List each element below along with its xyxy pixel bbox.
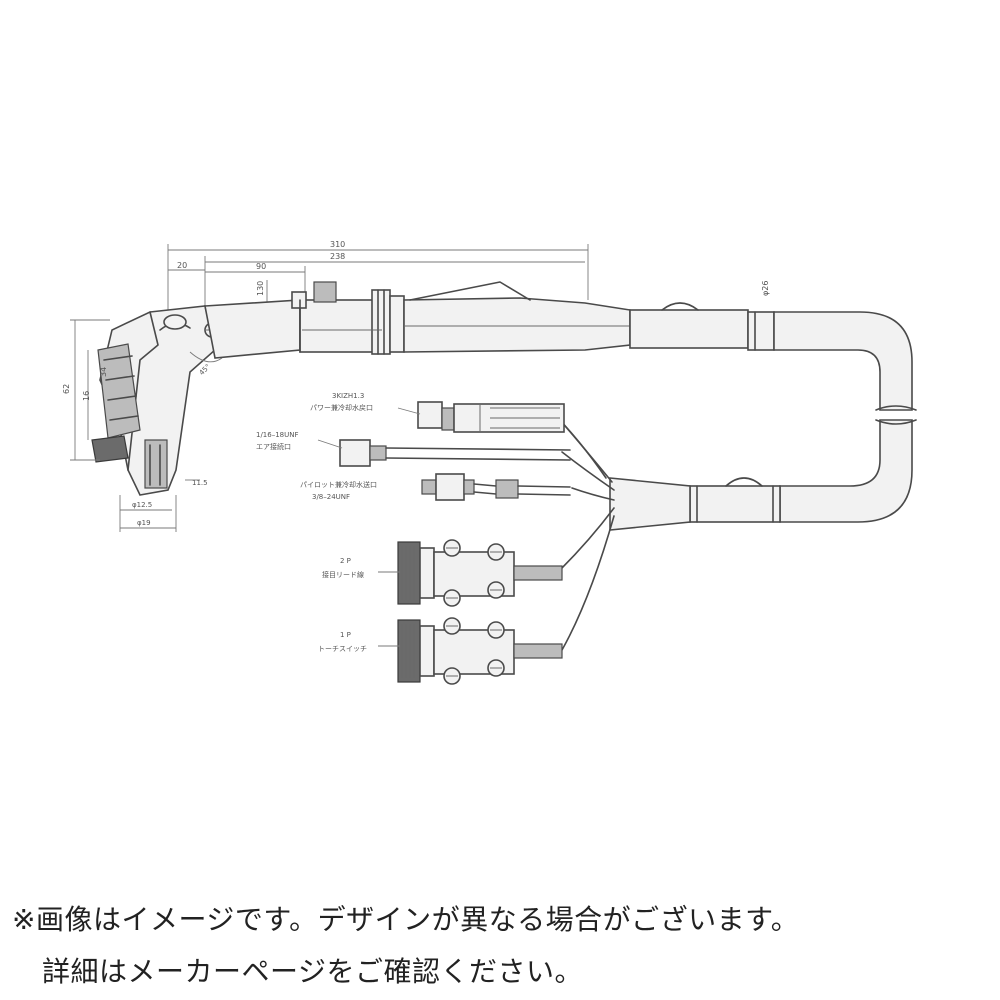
dim-nozzle-small: φ12.5: [132, 501, 152, 509]
dim-side-c: 16: [82, 391, 91, 401]
torch-switch-pin: 1 P: [340, 631, 351, 639]
cable-fanout: [549, 409, 615, 651]
dim-side-a: 62: [62, 384, 71, 394]
dim-height-a: 130: [256, 281, 265, 296]
power-label-2: パワー兼冷却水戻口: [310, 403, 373, 412]
dim-phi-26: φ26: [761, 281, 770, 296]
torch-handle: [204, 281, 631, 359]
pilot-lead-label: 接目リード線: [322, 570, 364, 579]
dimension-lines-top: [167, 244, 589, 352]
image-disclaimer-line-1: ※画像はイメージです。デザインが異なる場合がございます。: [12, 903, 800, 936]
pilot-fitting: [421, 473, 571, 501]
pilot-label-2: 3/8–24UNF: [312, 493, 350, 501]
torch-switch-label: トーチスイッチ: [318, 645, 367, 653]
power-label-1: 3KIZH1.3: [332, 392, 364, 400]
air-fitting: [317, 439, 571, 467]
dim-tip-offset: 20: [177, 261, 187, 270]
dim-handle: 90: [256, 262, 266, 271]
dimension-lines-head: [70, 319, 223, 532]
image-disclaimer-line-2: 詳細はメーカーページをご確認ください。: [42, 955, 583, 988]
dim-angle: 45°: [198, 363, 212, 377]
torch-head: [91, 305, 246, 496]
dim-nozzle-large: φ19: [137, 519, 151, 527]
connector-pilot-lead: [378, 539, 563, 607]
power-fitting: [397, 401, 565, 433]
pilot-lead-pin: 2 P: [340, 557, 351, 565]
dim-height-side: 11.5: [192, 479, 208, 487]
connector-torch-switch: [378, 617, 563, 685]
cable-sheath: [609, 302, 917, 531]
pilot-label-1: パイロット兼冷却水送口: [300, 480, 377, 489]
dim-body: 238: [330, 252, 345, 261]
air-label-1: 1/16–18UNF: [256, 431, 299, 439]
dim-overall: 310: [330, 240, 345, 249]
dim-side-b: 34: [99, 367, 108, 377]
air-label-2: エア接続口: [256, 442, 291, 451]
